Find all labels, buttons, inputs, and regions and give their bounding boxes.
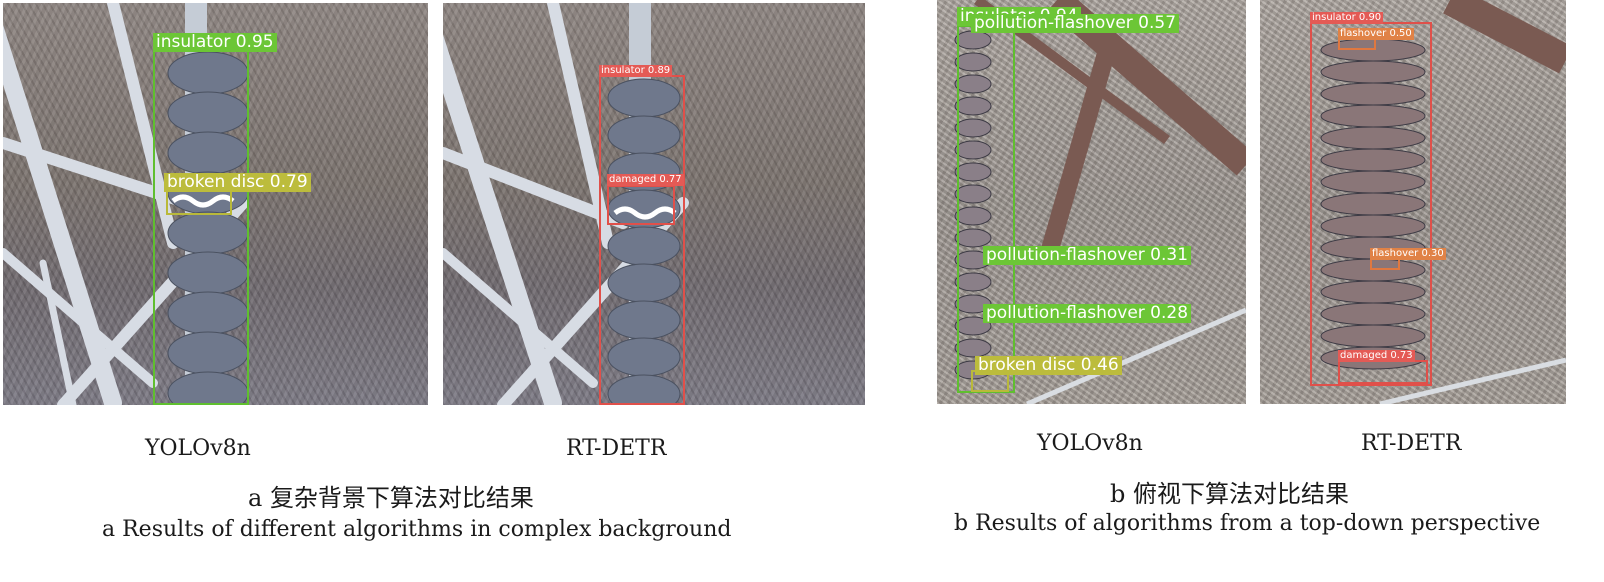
detection-box-insulator [153,49,249,405]
detection-label-flashover: flashover 0.30 [1370,248,1446,260]
detection-box-damaged [1338,360,1428,384]
detection-box-insulator [599,75,685,405]
photo-b-rtdetr: insulator 0.90 flashover 0.50 flashover … [1260,0,1566,404]
tower-and-insulator-illustration [3,3,249,405]
photo-a-yolov8n: insulator 0.95 broken disc 0.79 [3,3,428,405]
caption-b-chinese: b 俯视下算法对比结果 [1110,480,1349,508]
detection-label-broken-disc: broken disc 0.46 [975,356,1122,375]
detection-label-damaged: damaged 0.77 [607,174,684,186]
photo-b-yolov8n: insulator 0.94 pollution-flashover 0.57 … [937,0,1246,404]
caption-a-english: a Results of different algorithms in com… [102,517,732,542]
detection-box-insulator [1310,22,1432,386]
photo-background [937,0,1246,404]
detection-box-broken-disc [166,189,232,215]
detection-label-flashover: flashover 0.50 [1338,28,1414,40]
detection-label-broken-disc: broken disc 0.79 [164,173,311,192]
detection-box-damaged [607,185,675,225]
tower-and-insulator-illustration [1320,0,1566,404]
tower-and-insulator-illustration [954,0,1246,404]
detection-label-pollution-flashover: pollution-flashover 0.31 [983,246,1192,265]
detection-box-insulator [957,25,1015,393]
photo-a-rtdetr: insulator 0.89 damaged 0.77 [443,3,865,405]
detection-label-insulator: insulator 0.89 [599,65,673,77]
detection-label-insulator: insulator 0.95 [153,33,277,52]
tower-and-insulator-illustration [443,3,689,405]
detection-label-pollution-flashover: pollution-flashover 0.57 [971,14,1180,33]
algorithm-label-a-rtdetr: RT-DETR [566,436,667,461]
detection-label-pollution-flashover: pollution-flashover 0.28 [983,304,1192,323]
detection-label-damaged: damaged 0.73 [1338,350,1415,362]
detection-label-insulator: insulator 0.90 [1310,12,1384,24]
algorithm-label-b-yolov8n: YOLOv8n [1037,431,1143,456]
caption-b-english: b Results of algorithms from a top-down … [954,511,1541,536]
algorithm-label-a-yolov8n: YOLOv8n [145,436,251,461]
caption-a-chinese: a 复杂背景下算法对比结果 [248,484,534,512]
algorithm-label-b-rtdetr: RT-DETR [1361,431,1462,456]
